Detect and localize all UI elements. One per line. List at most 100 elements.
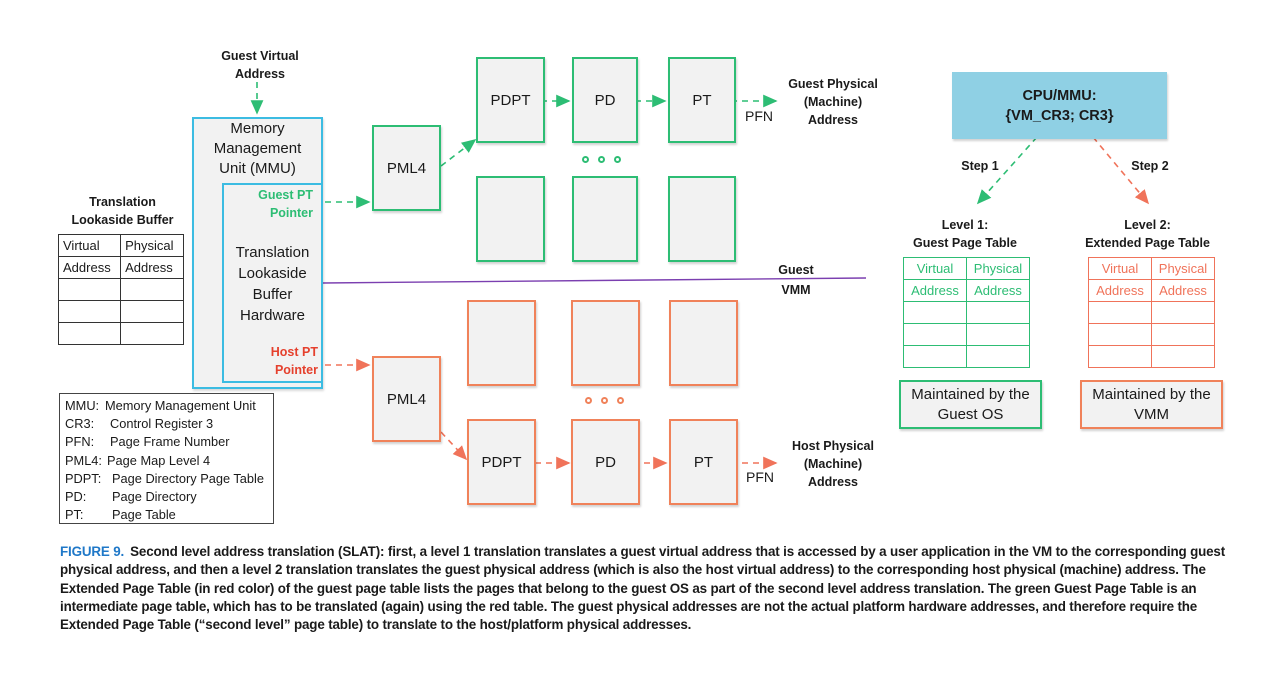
table-row xyxy=(903,301,1030,324)
tlb-header-address-2: Address xyxy=(120,256,184,279)
legend-value: Page Table xyxy=(112,507,176,523)
legend-value: Control Register 3 xyxy=(110,416,214,432)
guest-pml4-box: PML4 xyxy=(372,125,441,211)
host-pdpt-box: PDPT xyxy=(467,419,536,505)
guest-pd-box: PD xyxy=(572,57,638,143)
step2-label: Step 2 xyxy=(1131,159,1169,173)
legend-key: PFN: xyxy=(65,434,95,450)
legend-row: PML4:Page Map Level 4 xyxy=(65,452,268,470)
host-pt-pointer-line2: Pointer xyxy=(274,363,318,377)
tlb-hardware-box xyxy=(222,183,323,383)
table-cell xyxy=(1088,323,1152,346)
legend-row: PFN: Page Frame Number xyxy=(65,433,268,451)
ellipsis-dot xyxy=(582,156,589,163)
table-row: Address Address xyxy=(57,256,184,279)
table-row xyxy=(1088,345,1215,368)
ellipsis-dot xyxy=(614,156,621,163)
guest-pdpt-box-2 xyxy=(476,176,545,262)
table-cell xyxy=(120,322,184,345)
guest-maintained-line1: Maintained by the xyxy=(911,385,1030,403)
tlb-title-line1: Translation xyxy=(89,195,156,209)
host-pml4-label: PML4 xyxy=(386,390,427,408)
tlb-hw-line2: Lookaside xyxy=(238,265,307,282)
legend-value: Page Frame Number xyxy=(110,434,230,450)
legend-row: PDPT: Page Directory Page Table xyxy=(65,470,268,488)
guest-pml4-label: PML4 xyxy=(386,159,427,177)
table-row xyxy=(57,278,184,301)
arrow-pml4-to-pdpt-host xyxy=(440,431,468,461)
mmu-title-line1: Memory xyxy=(230,120,285,137)
level2-title-line2: Extended Page Table xyxy=(1085,236,1210,250)
ept-header-address-1: Address xyxy=(1088,279,1152,302)
ept-header-physical: Physical xyxy=(1151,257,1215,280)
host-pd-box: PD xyxy=(571,419,640,505)
tlb-hw-line1: Translation xyxy=(235,244,310,261)
guest-maintained-line2: Guest OS xyxy=(937,405,1004,423)
table-cell xyxy=(1088,301,1152,324)
gpt-header-address-2: Address xyxy=(966,279,1030,302)
guest-os-maintained-box: Maintained by the Guest OS xyxy=(899,380,1042,429)
host-ellipsis xyxy=(585,397,624,404)
table-row: Virtual Physical xyxy=(57,234,184,257)
guest-pt-label: PT xyxy=(692,91,712,109)
guest-virtual-address-label: Guest Virtual Address xyxy=(205,47,315,83)
table-row xyxy=(903,323,1030,346)
host-pt-pointer: Host PT Pointer xyxy=(224,343,318,379)
host-pd-label: PD xyxy=(595,453,616,471)
host-pt-label: PT xyxy=(693,453,714,471)
mmu-title-line3: Unit (MMU) xyxy=(219,160,296,177)
guest-pd-label: PD xyxy=(594,91,616,109)
legend-value: Page Directory Page Table xyxy=(112,470,264,486)
host-physical-address-label: Host Physical (Machine) Address xyxy=(778,437,888,491)
cpu-mmu-registers: {VM_CR3; CR3} xyxy=(1005,107,1114,124)
table-cell xyxy=(57,300,122,323)
arrow-step2 xyxy=(1092,136,1150,205)
gpa-line2: (Machine) xyxy=(803,95,863,109)
table-cell xyxy=(57,278,122,301)
legend-key: PD: xyxy=(65,489,87,505)
hpa-line2: (Machine) xyxy=(803,457,863,471)
tlb-header-physical: Physical xyxy=(120,234,184,257)
gpa-line1: Guest Physical xyxy=(788,77,878,91)
guest-pfn-label: PFN xyxy=(745,108,773,124)
tlb-header-address-1: Address xyxy=(57,256,122,279)
host-pt-pointer-line1: Host PT xyxy=(270,345,318,359)
level1-title-line1: Level 1: xyxy=(941,218,989,232)
mmu-title: Memory Management Unit (MMU) xyxy=(192,119,323,179)
gva-line1: Guest Virtual xyxy=(221,49,299,63)
table-row xyxy=(1088,323,1215,346)
gpt-header-virtual: Virtual xyxy=(903,257,967,280)
arrow-step1 xyxy=(976,136,1038,205)
step1-label: Step 1 xyxy=(961,159,999,173)
arrow-pml4-to-pdpt xyxy=(440,139,477,167)
tlb-hw-line3: Buffer xyxy=(252,286,293,303)
level1-title-line2: Guest Page Table xyxy=(913,236,1017,250)
table-cell xyxy=(966,345,1030,368)
legend-key: PDPT: xyxy=(65,470,102,486)
host-pdpt-label: PDPT xyxy=(481,453,522,471)
table-cell xyxy=(57,322,122,345)
guest-pdpt-label: PDPT xyxy=(490,91,531,109)
table-cell xyxy=(903,301,967,324)
caption-text: Second level address translation (SLAT):… xyxy=(60,544,1226,633)
figure-caption: FIGURE 9.Second level address translatio… xyxy=(60,543,1240,634)
ept-header-virtual: Virtual xyxy=(1088,257,1152,280)
tlb-title: Translation Lookaside Buffer xyxy=(55,193,190,229)
tlb-header-virtual: Virtual xyxy=(57,234,122,257)
host-pfn-label: PFN xyxy=(746,469,774,485)
legend-value: Page Directory xyxy=(112,489,197,505)
table-cell xyxy=(1151,301,1215,324)
guest-pt-box: PT xyxy=(668,57,736,143)
guest-pt-pointer-line1: Guest PT xyxy=(258,188,313,202)
ellipsis-dot xyxy=(585,397,592,404)
table-row xyxy=(1088,301,1215,324)
guest-pdpt-box: PDPT xyxy=(476,57,545,143)
legend-row: CR3:Control Register 3 xyxy=(65,415,268,433)
ellipsis-dot xyxy=(601,397,608,404)
table-cell xyxy=(120,278,184,301)
guest-pt-pointer-line2: Pointer xyxy=(269,206,313,220)
